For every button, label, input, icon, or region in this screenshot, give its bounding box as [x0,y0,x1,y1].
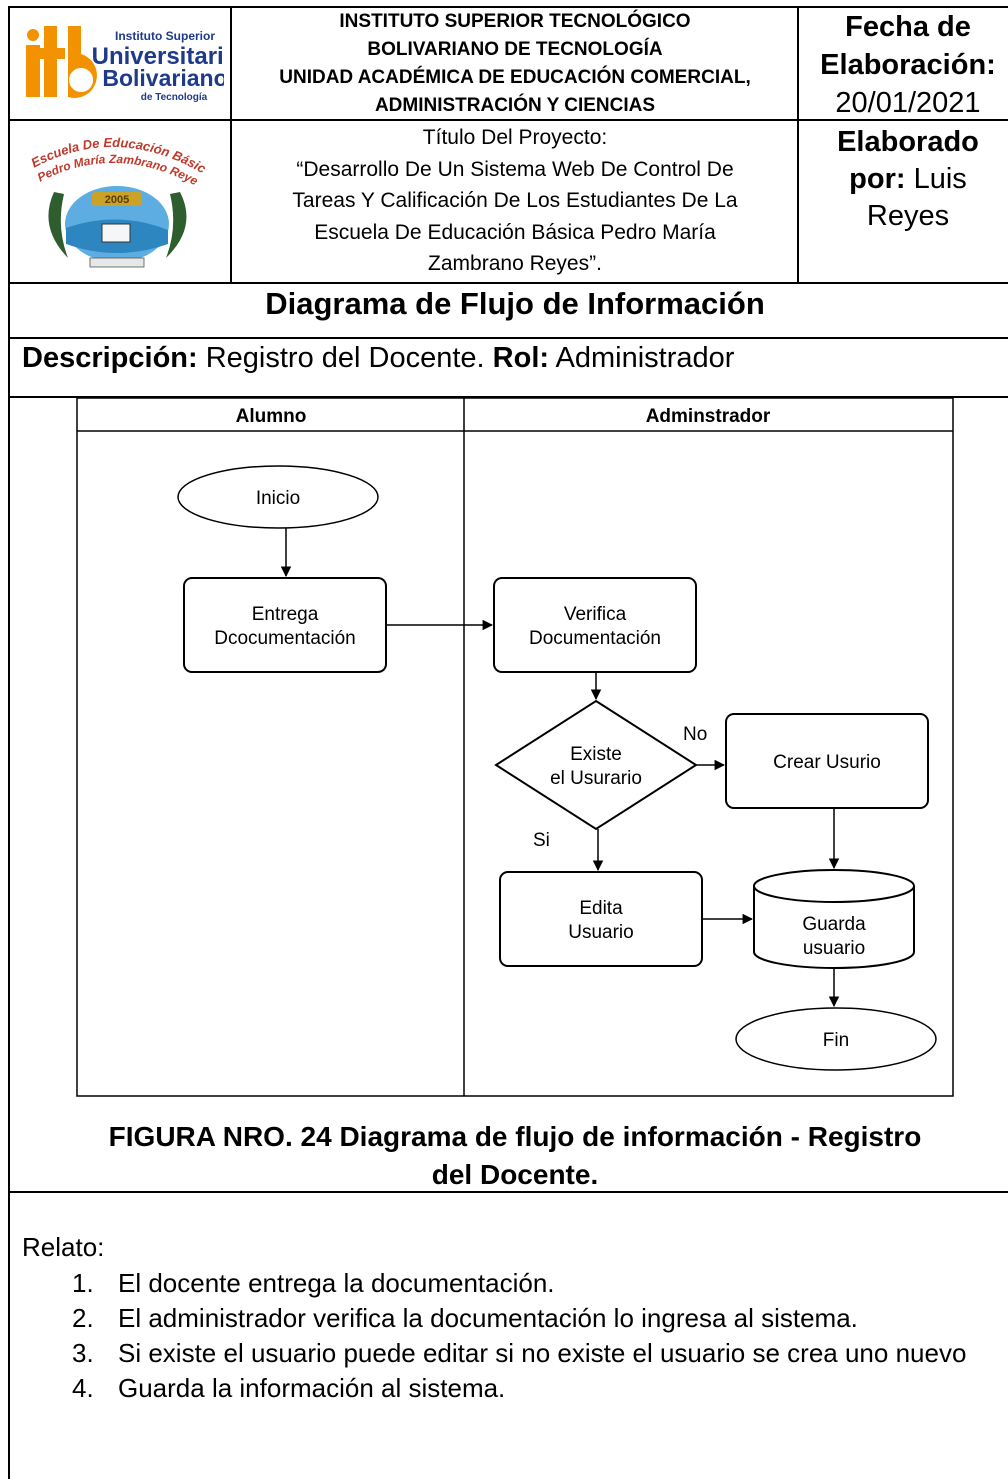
itb-logo-line4: de Tecnología [141,92,208,103]
end-label: Fin [823,1030,849,1051]
figure-caption-line-2: del Docente. [431,1159,599,1190]
role-value: Administrador [555,342,735,374]
edit-user-node [499,871,703,967]
institution-heading: INSTITUTO SUPERIOR TECNOLÓGICO BOLIVARIA… [232,8,798,120]
author-value-2: Reyes [866,200,950,232]
border-header-mid [8,119,1008,121]
project-line-4: Escuela De Educación Básica Pedro María [314,220,716,244]
itb-logo-line1: Instituto Superior [115,29,215,43]
start-label: Inicio [256,488,300,509]
description-value: Registro del Docente. [205,342,485,374]
project-line-1: Título Del Proyecto: [422,126,608,149]
project-line-3: Tareas Y Calificación De Los Estudiantes… [292,189,738,212]
elaboration-date: Fecha de Elaboración: 20/01/2021 [800,8,1008,122]
institution-line-2: BOLIVARIANO DE TECNOLOGÍA [367,39,663,60]
step-number: 1. [72,1268,94,1298]
institution-line-3: UNIDAD ACADÉMICA DE EDUCACIÓN COMERCIAL, [279,67,751,88]
project-title: Título Del Proyecto: “Desarrollo De Un S… [232,122,798,280]
figure-caption-line-1: FIGURA NRO. 24 Diagrama de flujo de info… [108,1121,922,1152]
border-left [8,6,10,1479]
yes-label: Si [533,830,550,851]
institution-line-1: INSTITUTO SUPERIOR TECNOLÓGICO [339,11,691,32]
date-label-2: Elaboración: [820,49,996,81]
itb-logo-line3: Bolivariano [102,65,224,91]
school-logo: Escuela De Educación Básica Pedro María … [20,132,209,268]
list-item: 3. Si existe el usuario puede editar si n… [72,1336,1008,1371]
description-label: Descripción: [22,342,198,374]
decision-node [494,699,698,831]
decision-label-2: el Usurario [550,768,642,789]
itb-logo-t [44,26,57,97]
step-number: 2. [72,1303,94,1333]
author-value-1: Luis [913,163,967,195]
step-number: 3. [72,1338,94,1368]
step-text: El docente entrega la documentación. [118,1268,555,1298]
steps-list: 1. El docente entrega la documentación. 2… [72,1266,1008,1406]
step-text: Guarda la información al sistema. [118,1373,506,1403]
border-top [8,6,1008,8]
start-node [177,465,379,529]
border-header-bottom [8,282,1008,284]
lane-administrador: Adminstrador [646,406,771,427]
list-item: 1. El docente entrega la documentación. [72,1266,1008,1301]
lane-alumno: Alumno [236,406,307,427]
border-col-1 [230,6,232,284]
description: Descripción: Registro del Docente. Rol: … [22,342,734,375]
figure-caption: FIGURA NRO. 24 Diagrama de flujo de info… [0,1118,1008,1194]
verify-label-1: Verifica [564,604,627,625]
end-node [735,1007,937,1071]
verify-node [493,577,697,673]
border-title-bottom [8,337,1008,339]
border-description-bottom [8,396,1008,398]
store-label-1: Guarda [802,914,866,935]
itb-logo-line2: Universitario [92,43,224,70]
swimlane-frame [76,397,954,1097]
deliver-label-1: Entrega [252,604,319,625]
list-item: 2. El administrador verifica la documenta… [72,1301,1008,1336]
verify-label-2: Documentación [529,628,661,649]
border-col-2 [797,6,799,284]
list-item: 4. Guarda la información al sistema. [72,1371,1008,1406]
flow-diagram: Alumno Adminstrador Inicio Entrega Dcocu… [76,397,954,1097]
step-text: Si existe el usuario puede editar si no … [118,1338,967,1368]
deliver-node [183,577,387,673]
author-label-1: Elaborado [837,126,979,158]
step-text: El administrador verifica la documentaci… [118,1303,858,1333]
diagram-title: Diagrama de Flujo de Información [265,286,765,321]
no-label: No [683,724,707,745]
create-user-node [725,713,929,809]
store-label-2: usuario [803,938,865,959]
project-line-2: “Desarrollo De Un Sistema Web De Control… [296,157,734,181]
itb-logo-i [26,45,40,97]
date-label-1: Fecha de [845,11,971,43]
author-label-2: por: [849,163,906,195]
project-line-5: Zambrano Reyes”. [428,252,602,275]
date-value: 20/01/2021 [835,87,981,119]
school-logo-year: 2005 [105,194,129,206]
decision-label-1: Existe [570,744,622,765]
edit-user-label-1: Edita [579,898,623,919]
author: Elaborado por: Luis Reyes [800,124,1008,235]
institution-line-4: ADMINISTRACIÓN Y CIENCIAS [374,95,656,116]
school-logo-laurel-right [166,192,187,258]
relato-label: Relato: [22,1232,105,1262]
itb-logo: Instituto Superior Universitario Bolivar… [26,26,224,103]
itb-logo-b [68,26,97,98]
edit-user-label-2: Usuario [568,922,633,943]
step-number: 4. [72,1373,94,1403]
deliver-label-2: Dcocumentación [214,628,356,649]
role-label: Rol: [492,342,550,374]
create-user-label: Crear Usurio [773,752,881,773]
itb-logo-dot [27,29,39,41]
border-caption-bottom [8,1191,1008,1193]
school-logo-laurel-left [48,192,68,258]
